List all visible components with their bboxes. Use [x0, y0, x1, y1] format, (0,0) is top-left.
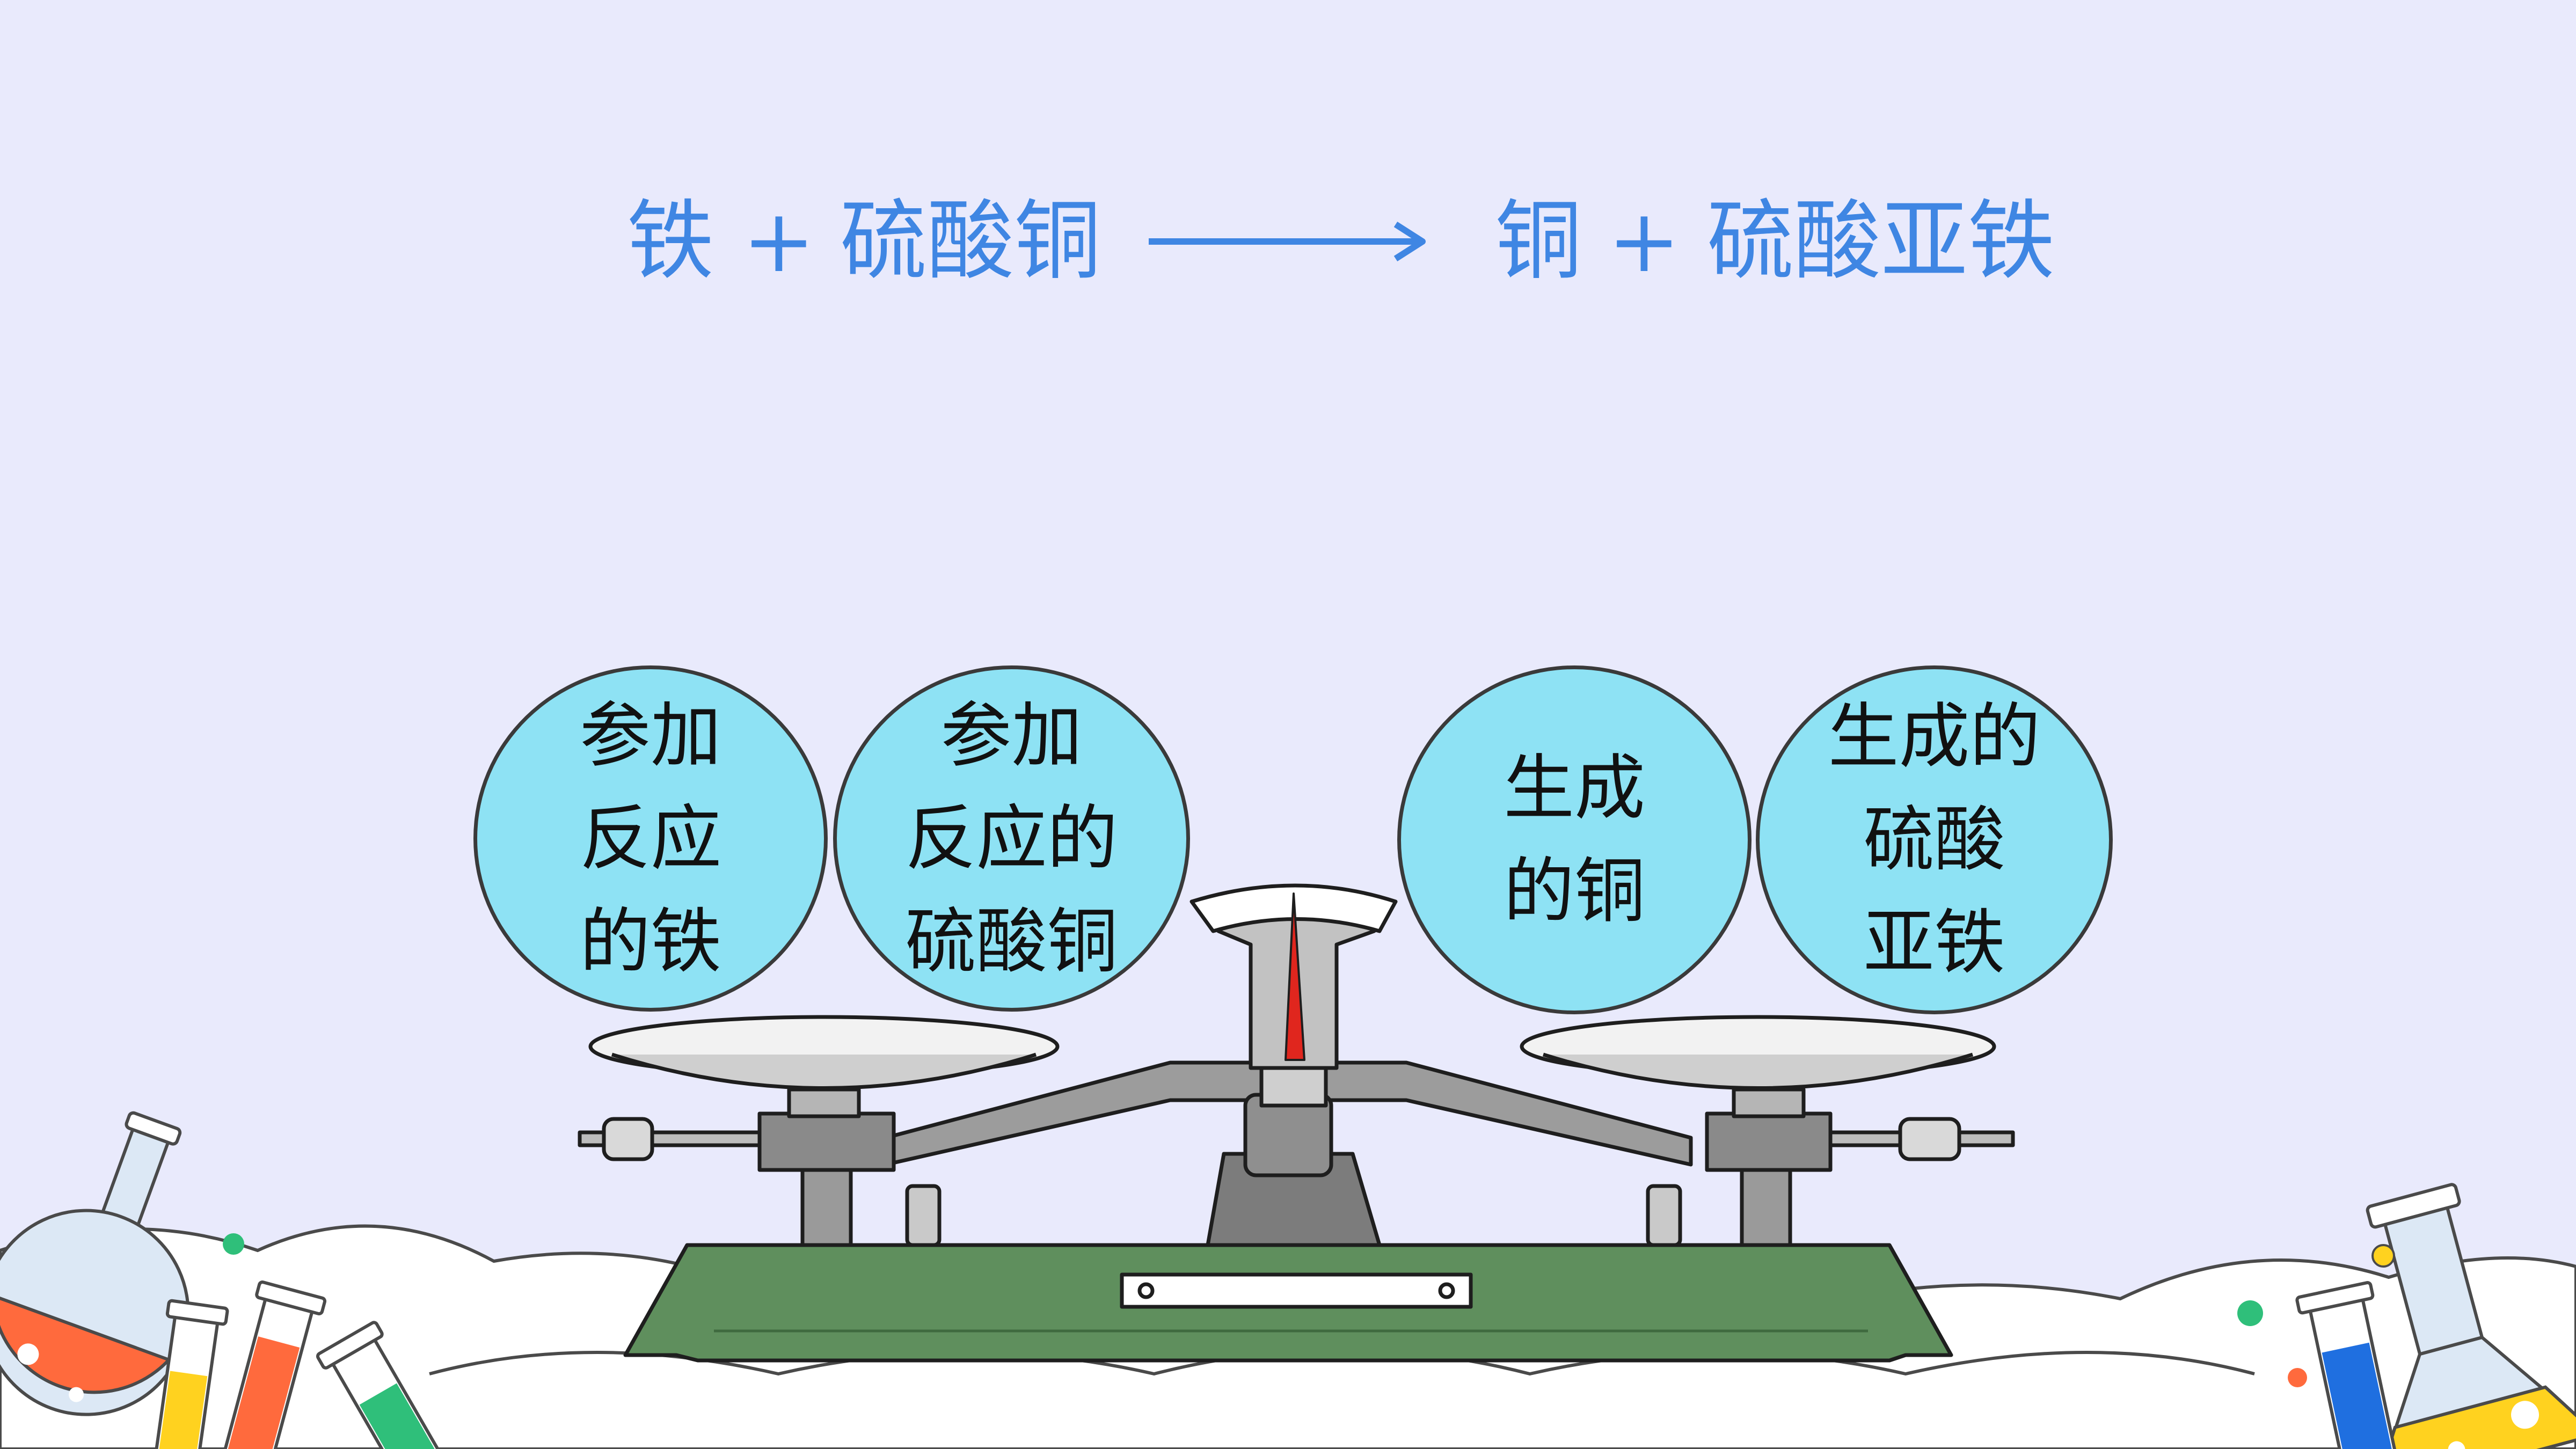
reactant-iron: 铁: [627, 191, 714, 292]
left-glassware: [0, 1111, 444, 1449]
bubble-reacted-iron: 参加 反应 的铁: [473, 665, 828, 1012]
red-dot-right: [2288, 1368, 2307, 1387]
right-glassware: [2295, 1183, 2576, 1449]
green-dot-right: [2237, 1300, 2263, 1326]
reaction-equation: 铁 + 硫酸铜 铜 + 硫酸亚铁: [0, 177, 2576, 306]
bubble-label: 生成的 硫酸 亚铁: [1828, 696, 2041, 984]
base-label-plate: [1120, 1272, 1473, 1309]
product-ferrous-sulfate: 硫酸亚铁: [1707, 191, 2055, 292]
product-copper: 铜: [1495, 191, 1582, 292]
yellow-dot-right: [2371, 1244, 2395, 1268]
bubble-produced-ferrous-sulfate: 生成的 硫酸 亚铁: [1756, 665, 2113, 1014]
scale-pointer: [1285, 892, 1305, 1061]
plus-sign-right: +: [1608, 191, 1681, 292]
reaction-arrow-icon: [1149, 221, 1426, 262]
plus-sign-left: +: [742, 191, 815, 292]
reactant-copper-sulfate: 硫酸铜: [840, 191, 1101, 292]
green-dot-left: [223, 1233, 244, 1255]
bubble-label: 参加 反应 的铁: [580, 694, 721, 983]
bubble-produced-copper: 生成 的铜: [1397, 665, 1752, 1014]
bubble-label: 参加 反应的 硫酸铜: [905, 694, 1118, 983]
balance-scale: [578, 883, 2015, 1363]
bubble-reacted-copper-sulfate: 参加 反应的 硫酸铜: [833, 665, 1190, 1012]
bubble-label: 生成 的铜: [1504, 747, 1645, 933]
